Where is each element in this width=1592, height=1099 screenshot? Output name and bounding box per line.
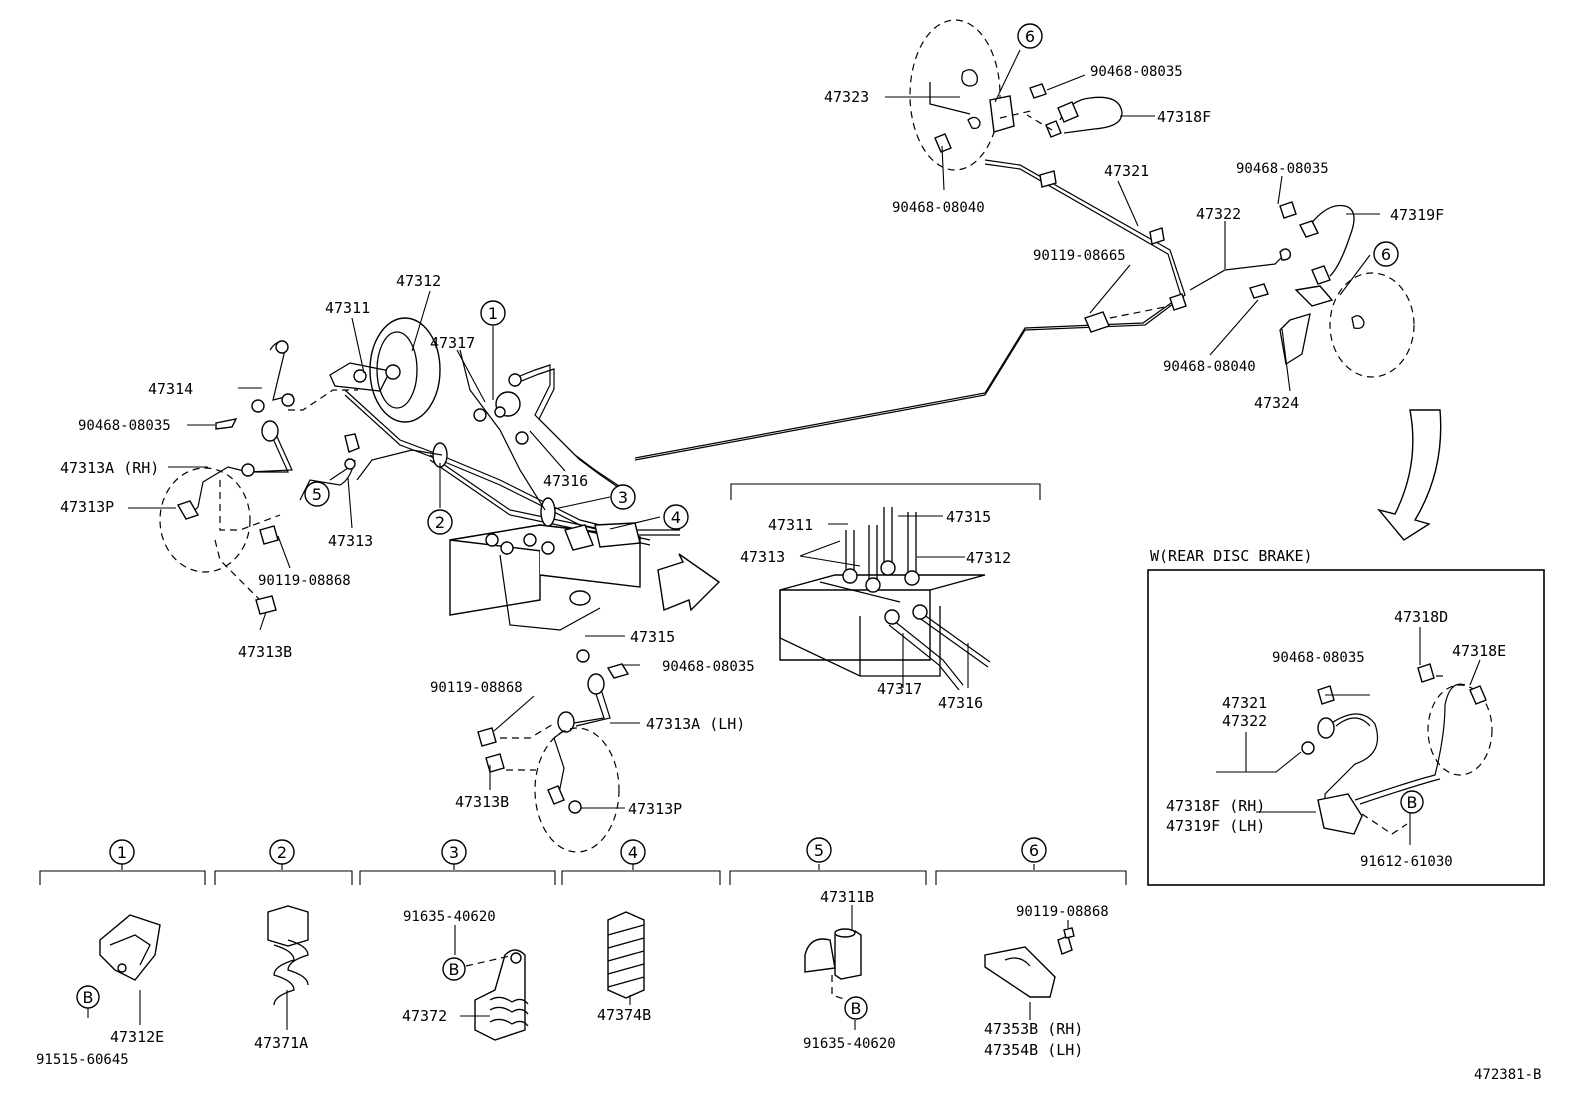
- marker-4: 4: [671, 508, 681, 527]
- detail1-label-91515-60645: 91515-60645: [36, 1052, 129, 1068]
- reservoir-detail: [730, 483, 1041, 691]
- detail-4-marker: 4: [628, 843, 638, 862]
- label-47323: 47323: [824, 88, 869, 106]
- detail-2-marker: 2: [277, 843, 287, 862]
- detail6-label-47353B-RH: 47353B (RH): [984, 1020, 1083, 1038]
- marker-b-inset: B: [1407, 793, 1418, 812]
- marker-6-top: 6: [1025, 27, 1035, 46]
- label-47313A-RH: 47313A (RH): [60, 459, 159, 477]
- inset-label-91612-61030: 91612-61030: [1360, 854, 1453, 870]
- marker-b-detail1: B: [83, 988, 94, 1007]
- marker-5: 5: [312, 485, 322, 504]
- part-labels: 47323 90468-08035 47318F 90468-08040 473…: [36, 64, 1541, 1083]
- detail-label-47313: 47313: [740, 548, 785, 566]
- label-90468-08035-right: 90468-08035: [1236, 161, 1329, 177]
- arrow-to-inset: [1377, 409, 1442, 541]
- inset-label-47318D: 47318D: [1394, 608, 1448, 626]
- detail-5-marker: 5: [814, 841, 824, 860]
- detail-label-47316: 47316: [938, 694, 983, 712]
- label-47316: 47316: [543, 472, 588, 490]
- marker-6-right: 6: [1381, 245, 1391, 264]
- detail6-label-90119-08868: 90119-08868: [1016, 904, 1109, 920]
- label-47324: 47324: [1254, 394, 1299, 412]
- label-47318F-top: 47318F: [1157, 108, 1211, 126]
- inset-label-47318E: 47318E: [1452, 642, 1506, 660]
- label-90468-08040-top: 90468-08040: [892, 200, 985, 216]
- label-47321-top: 47321: [1104, 162, 1149, 180]
- label-90119-08868-left: 90119-08868: [258, 573, 351, 589]
- detail-label-47311: 47311: [768, 516, 813, 534]
- label-47313B-left: 47313B: [238, 643, 292, 661]
- detail5-label-91635-40620: 91635-40620: [803, 1036, 896, 1052]
- detail-1-marker: 1: [117, 843, 127, 862]
- detail3-label-91635-40620: 91635-40620: [403, 909, 496, 925]
- arrow-to-detail: [657, 553, 721, 612]
- label-47322: 47322: [1196, 205, 1241, 223]
- label-47317: 47317: [430, 334, 475, 352]
- label-47313: 47313: [328, 532, 373, 550]
- marker-b-detail3: B: [449, 960, 460, 979]
- detail-strip: [39, 864, 1127, 1041]
- marker-2: 2: [435, 513, 445, 532]
- detail-label-47312: 47312: [966, 549, 1011, 567]
- inset-label-90468-08035: 90468-08035: [1272, 650, 1365, 666]
- top-right-leaders: [885, 49, 1380, 392]
- detail-3-marker: 3: [449, 843, 459, 862]
- label-47312: 47312: [396, 272, 441, 290]
- detail5-label-47311B: 47311B: [820, 888, 874, 906]
- label-90468-08040-right: 90468-08040: [1163, 359, 1256, 375]
- figure-code: 472381-B: [1474, 1067, 1541, 1083]
- master-cylinder-assembly: [299, 317, 680, 631]
- label-90468-08035-top: 90468-08035: [1090, 64, 1183, 80]
- front-left-assembly: [477, 649, 640, 853]
- inset-label-47322: 47322: [1222, 712, 1267, 730]
- label-90468-08035-left: 90468-08035: [78, 418, 171, 434]
- marker-1: 1: [488, 304, 498, 323]
- detail-label-47315: 47315: [946, 508, 991, 526]
- circle-markers: 1 2 3 4 5 6 6 1 2 3 4 5 6 B B B B: [76, 23, 1424, 1020]
- inset-label-47319F-LH: 47319F (LH): [1166, 817, 1265, 835]
- center-leaders: [128, 290, 661, 637]
- label-90119-08868-center: 90119-08868: [430, 680, 523, 696]
- inset-label-47318F-RH: 47318F (RH): [1166, 797, 1265, 815]
- detail-6-marker: 6: [1029, 841, 1039, 860]
- marker-b-detail5: B: [851, 999, 862, 1018]
- inset-label-47321: 47321: [1222, 694, 1267, 712]
- inset-title: W(REAR DISC BRAKE): [1150, 547, 1313, 565]
- marker-3: 3: [618, 488, 628, 507]
- label-47313A-LH: 47313A (LH): [646, 715, 745, 733]
- detail-label-47317: 47317: [877, 680, 922, 698]
- label-90119-08665: 90119-08665: [1033, 248, 1126, 264]
- detail3-label-47372: 47372: [402, 1007, 447, 1025]
- label-47313P-left: 47313P: [60, 498, 114, 516]
- detail2-label-47371A: 47371A: [254, 1034, 308, 1052]
- rear-disc-brake-inset: [1147, 569, 1545, 886]
- detail4-label-47374B: 47374B: [597, 1006, 651, 1024]
- label-90468-08035-bottom: 90468-08035: [662, 659, 755, 675]
- detail1-label-47312E: 47312E: [110, 1028, 164, 1046]
- label-47311: 47311: [325, 299, 370, 317]
- label-47315: 47315: [630, 628, 675, 646]
- rear-right-assembly: [634, 19, 1415, 461]
- label-47314: 47314: [148, 380, 193, 398]
- label-47313B-center: 47313B: [455, 793, 509, 811]
- label-47313P-center: 47313P: [628, 800, 682, 818]
- front-right-assembly: [159, 340, 358, 615]
- label-47319F: 47319F: [1390, 206, 1444, 224]
- detail6-label-47354B-LH: 47354B (LH): [984, 1041, 1083, 1059]
